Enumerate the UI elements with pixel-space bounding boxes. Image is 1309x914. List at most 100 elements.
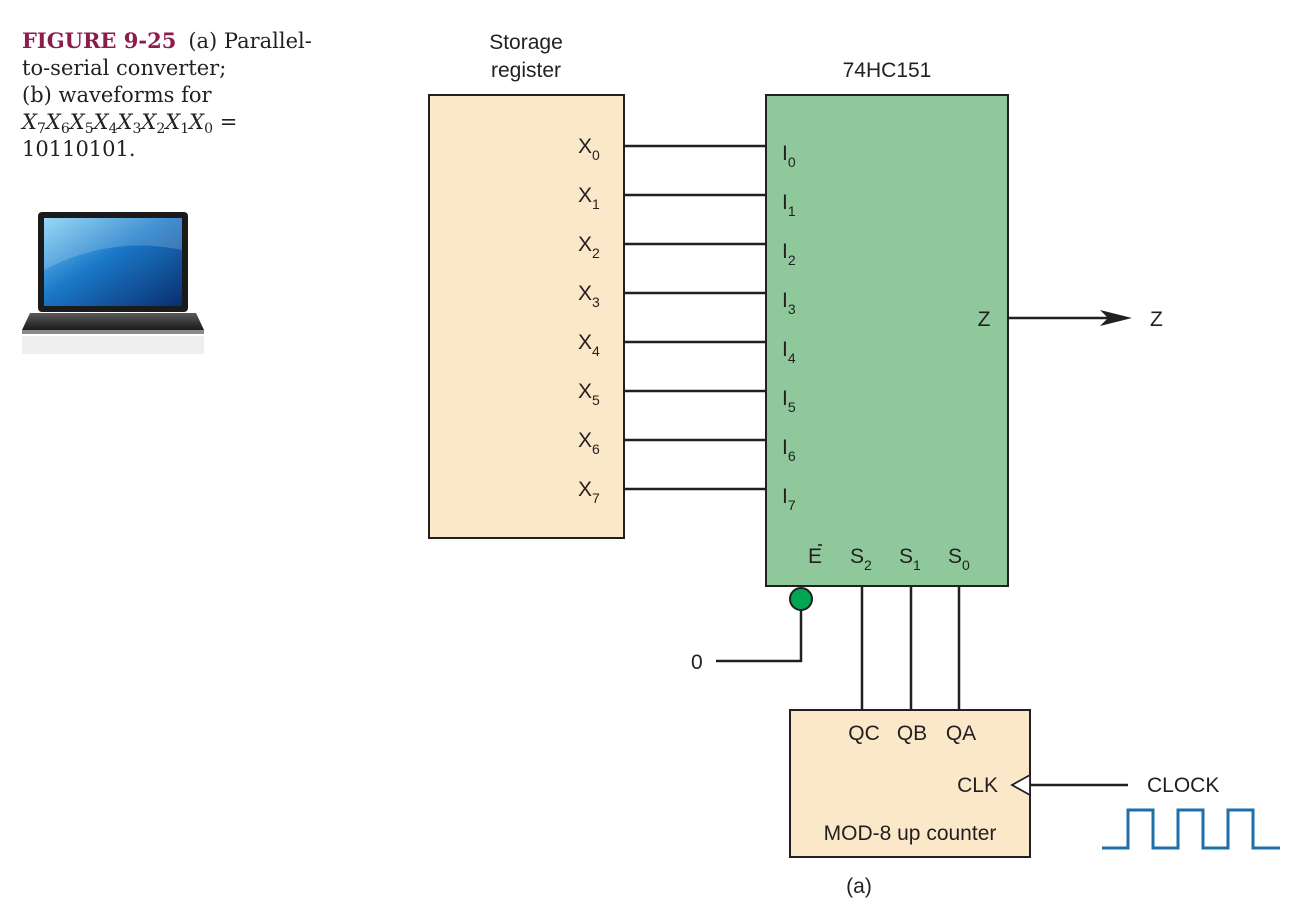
register-output-x5-subscript: 5 — [592, 392, 600, 408]
equation-var-subscript: 1 — [180, 121, 190, 137]
mux-input-i0: I0 — [782, 142, 796, 170]
mux-input-i4-subscript: 4 — [788, 350, 796, 366]
mux-input-i2: I2 — [782, 240, 796, 268]
counter-box — [789, 709, 1031, 858]
register-output-x1: X1 — [578, 184, 600, 212]
mux-input-i0-letter: I — [782, 142, 788, 165]
register-output-x5: X5 — [578, 380, 600, 408]
enable-input-value: 0 — [691, 651, 703, 674]
equation-var: X — [45, 110, 61, 134]
register-output-x6-subscript: 6 — [592, 441, 600, 457]
figure-caption: FIGURE 9-25 (a) Parallel- to-serial conve… — [22, 27, 402, 163]
equation-equals: = — [219, 110, 238, 134]
mux-input-i7: I7 — [782, 485, 796, 513]
mux-select-s0-subscript: 0 — [962, 557, 970, 573]
equation-var: X — [117, 110, 133, 134]
mux-select-s1-subscript: 1 — [913, 557, 921, 573]
mux-select-s2-subscript: 2 — [864, 557, 872, 573]
mod-8-counter: QC QB QA CLK MOD-8 up counter — [789, 709, 1031, 858]
counter-output-qb: QB — [897, 722, 927, 745]
storage-register-title-1: Storage — [489, 31, 563, 54]
mux-select-s0-letter: S — [948, 545, 962, 568]
mux-input-i3: I3 — [782, 289, 796, 317]
select-lines — [860, 586, 961, 710]
clock-waveform — [1102, 808, 1280, 850]
counter-clk-label: CLK — [957, 774, 998, 797]
mux-select-s1: S1 — [899, 545, 921, 573]
equation-var-subscript: 4 — [108, 121, 118, 137]
clock-label: CLOCK — [1147, 774, 1219, 797]
register-output-x4-subscript: 4 — [592, 343, 600, 359]
caption-line-2: to-serial converter; — [22, 56, 227, 80]
equation-var: X — [165, 110, 181, 134]
equation-var: X — [93, 110, 109, 134]
figure-label: FIGURE 9-25 — [22, 28, 177, 53]
mux-input-i4-letter: I — [782, 338, 788, 361]
register-output-x0: X0 — [578, 135, 600, 163]
caption-line-1: FIGURE 9-25 (a) Parallel- — [22, 27, 402, 55]
register-output-x3-letter: X — [578, 282, 592, 305]
counter-output-qc: QC — [848, 722, 880, 745]
equation-var-subscript: 3 — [132, 121, 142, 137]
equation-var: X — [189, 110, 205, 134]
register-output-x0-subscript: 0 — [592, 147, 600, 163]
register-output-x2: X2 — [578, 233, 600, 261]
mux-input-i7-letter: I — [782, 485, 788, 508]
mux-output-pin: Z — [978, 308, 991, 331]
register-output-x7-subscript: 7 — [592, 490, 600, 506]
storage-register: Storage register — [428, 31, 625, 539]
mux-box — [765, 94, 1009, 587]
mux-input-i4: I4 — [782, 338, 796, 366]
mux-input-i6: I6 — [782, 436, 796, 464]
register-output-x1-letter: X — [578, 184, 592, 207]
caption-line-5: 10110101. — [22, 137, 136, 161]
equation-var: X — [141, 110, 157, 134]
register-output-x4: X4 — [578, 331, 600, 359]
caption-line-1-text: (a) Parallel- — [188, 29, 312, 53]
mux-input-i0-subscript: 0 — [788, 154, 796, 170]
equation-var-subscript: 6 — [60, 121, 70, 137]
register-output-x6: X6 — [578, 429, 600, 457]
register-output-x2-subscript: 2 — [592, 245, 600, 261]
equation-var-subscript: 2 — [156, 121, 166, 137]
mux-input-i5-letter: I — [782, 387, 788, 410]
mux-input-i6-subscript: 6 — [788, 448, 796, 464]
equation-variables: X7X6X5X4X3X2X1X0 — [22, 110, 213, 137]
mux-input-i7-subscript: 7 — [788, 497, 796, 513]
laptop-icon — [22, 212, 204, 354]
output-arrowhead — [1100, 310, 1132, 326]
mux-input-i6-letter: I — [782, 436, 788, 459]
storage-register-box — [428, 94, 625, 539]
mux-select-s2-letter: S — [850, 545, 864, 568]
mux-input-i1-letter: I — [782, 191, 788, 214]
clock-source: CLOCK — [1030, 774, 1280, 850]
mux-input-i3-letter: I — [782, 289, 788, 312]
equation-var: X — [69, 110, 85, 134]
storage-register-title-2: register — [491, 59, 561, 82]
register-output-x0-letter: X — [578, 135, 592, 158]
mux-input-i1: I1 — [782, 191, 796, 219]
multiplexer-74hc151: 74HC151 Z E — [765, 59, 1009, 587]
output-z: Z — [1008, 308, 1163, 331]
enable-input: 0 — [691, 587, 813, 674]
register-output-x7: X7 — [578, 478, 600, 506]
counter-output-qa: QA — [946, 722, 976, 745]
mux-title: 74HC151 — [843, 59, 932, 82]
register-output-x4-letter: X — [578, 331, 592, 354]
equation-var: X — [22, 110, 37, 134]
mux-select-s1-letter: S — [899, 545, 913, 568]
equation-var-subscript: 7 — [36, 121, 46, 137]
mux-input-i2-subscript: 2 — [788, 252, 796, 268]
register-output-x5-letter: X — [578, 380, 592, 403]
register-output-x2-letter: X — [578, 233, 592, 256]
mux-select-s2: S2 — [850, 545, 872, 573]
caption-equation: X7X6X5X4X3X2X1X0 = — [22, 109, 402, 136]
counter-name: MOD-8 up counter — [824, 822, 997, 845]
mux-input-i5-subscript: 5 — [788, 399, 796, 415]
mux-input-i2-letter: I — [782, 240, 788, 263]
output-z-label: Z — [1150, 308, 1163, 331]
caption-line-3: (b) waveforms for — [22, 83, 212, 107]
